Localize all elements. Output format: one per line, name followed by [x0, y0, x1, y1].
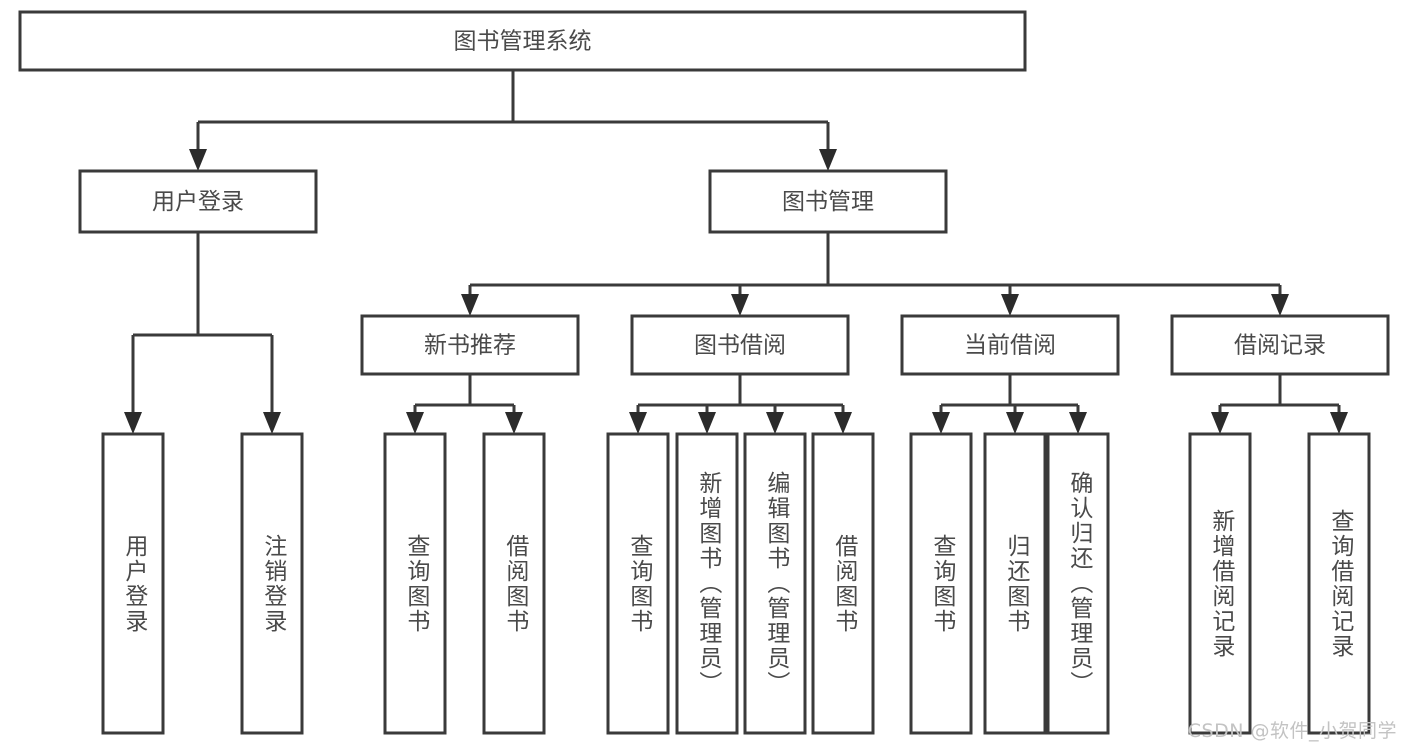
csdn-watermark: CSDN @软件_小贺同学 — [1187, 720, 1397, 742]
node-leaf-7[interactable] — [811, 432, 875, 735]
node-rect — [1188, 432, 1252, 735]
arrow-head — [1001, 294, 1019, 316]
arrow-head — [1006, 412, 1024, 434]
node-label: 图书管理系统 — [454, 29, 592, 55]
node-leaf-3[interactable] — [482, 432, 546, 735]
node-level3-1[interactable] — [630, 314, 850, 376]
node-leaf-0[interactable] — [101, 432, 165, 735]
node-leaf-1[interactable] — [240, 432, 304, 735]
edges-layer — [124, 70, 1348, 434]
arrow-head — [505, 412, 523, 434]
node-rect — [983, 432, 1047, 735]
node-label: 图书管理 — [782, 189, 874, 215]
node-label: 用户登录 — [152, 189, 244, 215]
node-root[interactable] — [18, 10, 1027, 72]
node-rect — [743, 432, 807, 735]
arrow-head — [1271, 294, 1289, 316]
node-rect — [101, 432, 165, 735]
node-label: 新书推荐 — [424, 333, 516, 359]
arrow-head — [124, 412, 142, 434]
node-rect — [360, 314, 580, 376]
node-rect — [708, 169, 948, 234]
node-rect — [1170, 314, 1390, 376]
arrow-head — [189, 149, 207, 171]
node-rect — [1046, 432, 1110, 735]
node-rect — [240, 432, 304, 735]
arrow-head — [932, 412, 950, 434]
node-leaf-11[interactable] — [1188, 432, 1252, 735]
arrow-head — [461, 294, 479, 316]
arrow-head — [698, 412, 716, 434]
node-leaf-2[interactable] — [383, 432, 447, 735]
arrow-head — [766, 412, 784, 434]
node-leaf-9[interactable] — [983, 432, 1047, 735]
node-leaf-10[interactable] — [1046, 432, 1110, 735]
arrow-head — [406, 412, 424, 434]
node-rect — [909, 432, 973, 735]
node-rect — [675, 432, 739, 735]
node-level2-0[interactable] — [78, 169, 318, 234]
arrow-head — [629, 412, 647, 434]
arrow-head — [263, 412, 281, 434]
node-rect — [78, 169, 318, 234]
node-leaf-8[interactable] — [909, 432, 973, 735]
node-leaf-12[interactable] — [1307, 432, 1371, 735]
arrow-head — [1069, 412, 1087, 434]
node-rect — [1307, 432, 1371, 735]
node-level3-0[interactable] — [360, 314, 580, 376]
node-rect — [18, 10, 1027, 72]
arrow-head — [819, 149, 837, 171]
node-rect — [811, 432, 875, 735]
node-label: 图书借阅 — [694, 333, 786, 359]
node-rect — [482, 432, 546, 735]
arrow-head — [1211, 412, 1229, 434]
node-level2-1[interactable] — [708, 169, 948, 234]
node-label: 借阅记录 — [1234, 333, 1326, 359]
node-leaf-5[interactable] — [675, 432, 739, 735]
node-rect — [900, 314, 1120, 376]
node-rect — [383, 432, 447, 735]
arrow-head — [834, 412, 852, 434]
arrow-head — [731, 294, 749, 316]
node-level3-2[interactable] — [900, 314, 1120, 376]
node-leaf-6[interactable] — [743, 432, 807, 735]
arrow-head — [1330, 412, 1348, 434]
node-label: 当前借阅 — [964, 333, 1056, 359]
node-level3-3[interactable] — [1170, 314, 1390, 376]
node-leaf-4[interactable] — [606, 432, 670, 735]
node-rect — [630, 314, 850, 376]
node-rect — [606, 432, 670, 735]
